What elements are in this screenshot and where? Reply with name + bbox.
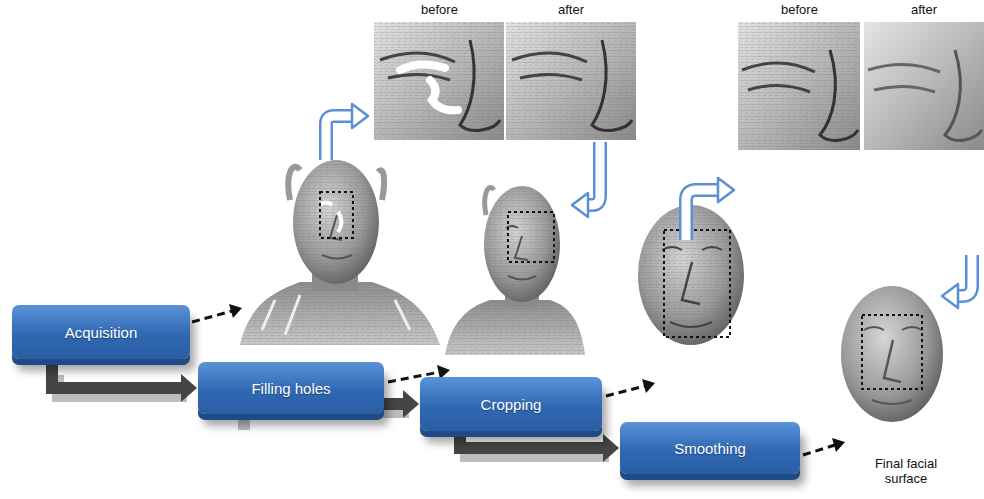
inset-label: before [779,2,820,17]
step-label: Smoothing [674,440,746,457]
process-box: Cropping [420,377,602,431]
flow-arrow [52,365,197,402]
inset-label: before [419,2,460,17]
flow-arrow [460,434,619,462]
inset-image [374,22,984,150]
step-label: Filling holes [251,380,330,397]
raw-scan [240,160,440,345]
step-label: Cropping [481,396,542,413]
filled-scan [445,186,585,355]
process-box: Filling holes [198,362,384,414]
result-caption: Final facial surface [859,456,953,486]
process-box: Acquisition [12,305,190,359]
smoothed-face [841,286,943,422]
inset-label: after [909,2,939,17]
zoom-arrow [326,104,972,308]
step-label: Acquisition [65,324,138,341]
process-box: Smoothing [620,422,800,474]
inset-label: after [556,2,586,17]
